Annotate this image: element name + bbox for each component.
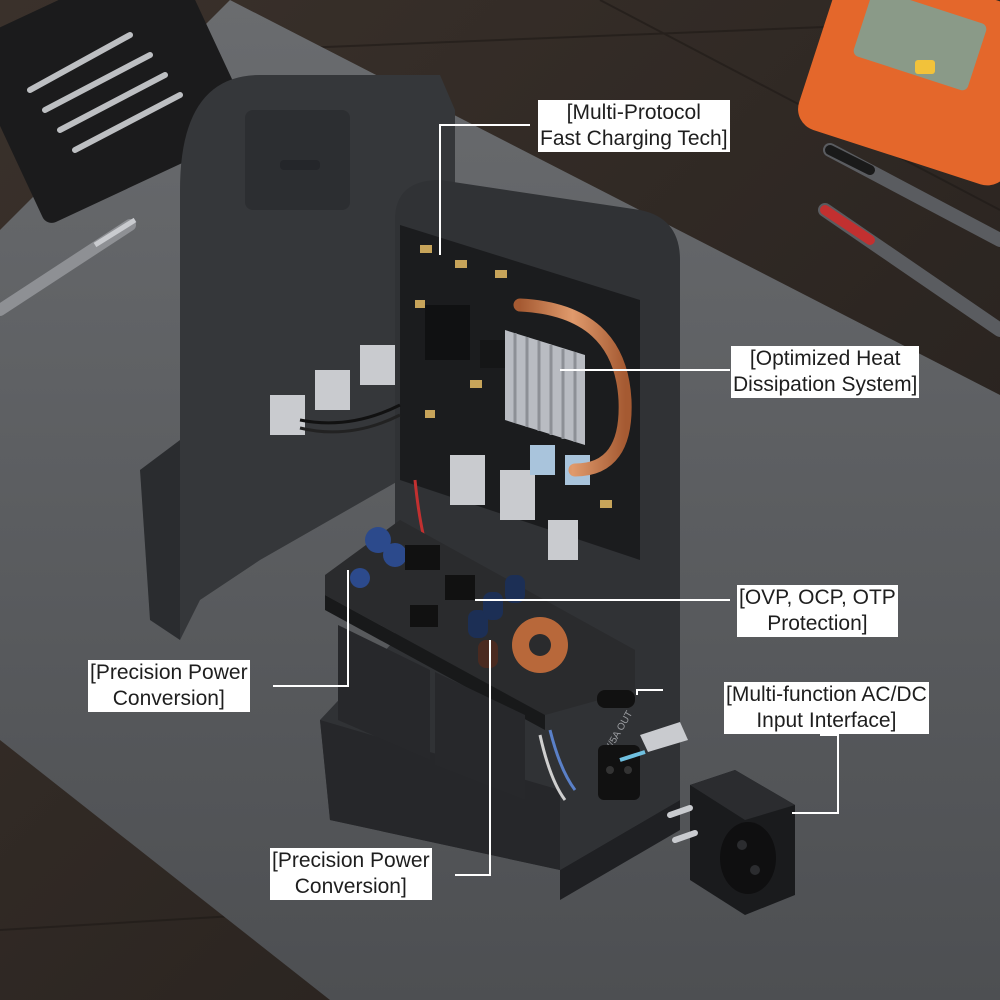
callout-line-2: Input Interface] [756, 709, 897, 732]
callout-line-1: [Multi-function AC/DC [726, 683, 927, 706]
battery-blocks [338, 625, 525, 800]
test-probe-icon [818, 143, 1000, 337]
callout-line-1: [Precision Power [272, 849, 430, 872]
charger-back-shell [140, 75, 455, 640]
callout-power-conversion-bottom: [Precision Power Conversion] [270, 848, 432, 900]
callout-heat-dissipation: [Optimized Heat Dissipation System] [731, 346, 920, 398]
callout-lines [273, 124, 839, 876]
callout-line-2: Protection] [767, 612, 868, 635]
callout-line-1: [Multi-Protocol [566, 101, 701, 124]
callout-line-2: Fast Charging Tech] [540, 127, 728, 150]
callout-input-interface: [Multi-function AC/DC Input Interface] [724, 682, 929, 734]
callout-line-1: [OVP, OCP, OTP [739, 586, 896, 609]
callout-line-2: Conversion] [294, 875, 407, 898]
usb-c-plug-icon [619, 722, 688, 762]
callout-protection: [OVP, OCP, OTP Protection] [737, 585, 898, 637]
ac-socket-icon [667, 770, 795, 915]
callout-line-1: [Precision Power [90, 661, 248, 684]
heat-pipe-icon [505, 298, 632, 477]
screwdriver-icon [0, 0, 252, 316]
callout-multi-protocol: [Multi-Protocol Fast Charging Tech] [538, 100, 730, 152]
multimeter-icon [798, 0, 1000, 186]
callout-line-2: Conversion] [112, 687, 225, 710]
callout-line-2: Dissipation System] [733, 373, 918, 396]
ac-socket [598, 745, 640, 800]
callout-line-1: [Optimized Heat [749, 347, 901, 370]
callout-power-conversion-left: [Precision Power Conversion] [88, 660, 250, 712]
